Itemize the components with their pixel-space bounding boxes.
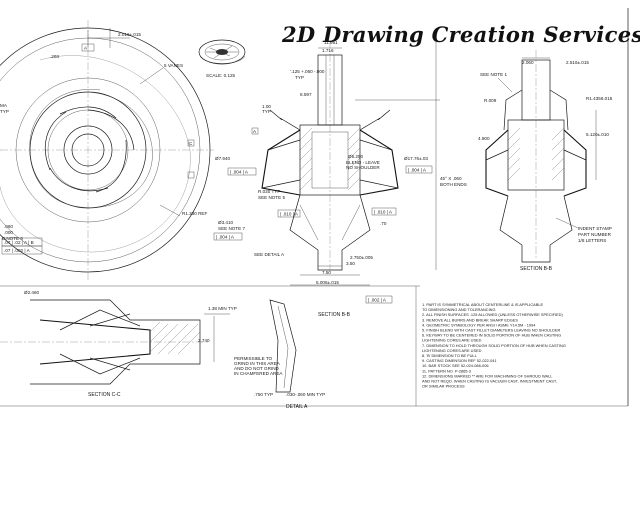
svg-text:| .002 | A: | .002 | A: [368, 298, 387, 303]
see-note-7: SEE NOTE 7: [218, 226, 246, 231]
svg-text:TYP: TYP: [0, 109, 9, 114]
engineering-drawing: 2.016±.015 .203 A 5 VANES R1.330 REF MA …: [0, 8, 629, 410]
svg-text:.07 | .02 | A | B: .07 | .02 | A | B: [4, 240, 34, 245]
dim-5006: 5.006±.015: [316, 280, 339, 285]
dim-2516: 2.516±.015: [566, 60, 589, 65]
dim-750: 7.50: [322, 270, 331, 275]
dim-2750: 2.750±.005: [350, 255, 373, 260]
dim-r1330: R1.330 REF: [182, 211, 207, 216]
note-line: 8. 'B' DIMENSION TO BE FULL: [422, 353, 478, 358]
svg-text:AND DO NOT GRIND: AND DO NOT GRIND: [234, 366, 280, 371]
svg-text:BLEND - LEAVE: BLEND - LEAVE: [346, 160, 380, 165]
dim-1716: 1.716: [322, 48, 334, 53]
svg-text:45° X .060: 45° X .060: [440, 176, 462, 181]
scale-label: SCALE: 0.125: [206, 73, 236, 78]
note-line: 3. REMOVE ALL BURRS AND BREAK SHARP EDGE…: [422, 317, 518, 322]
dim-138: 1.38 MIN TYP: [208, 306, 237, 311]
note-line: LIGHTENING CORES ARE USED: [422, 338, 482, 343]
drawing-sheet: 2.016±.015 .203 A 5 VANES R1.330 REF MA …: [0, 8, 640, 410]
note-line: 5. FINISH BLEND WITH CAST FILLET DIAMETE…: [422, 328, 561, 333]
section-bb-right-label: SECTION B-B: [520, 266, 553, 272]
note-line: LIGHTENING CORES ARE USED: [422, 348, 482, 353]
note-line: 2. ALL FINISH SURFACES .125 ALLOWED (UNL…: [422, 312, 563, 317]
dim-5250: Ø5.250: [348, 154, 364, 159]
svg-text:| .004 | A: | .004 | A: [408, 168, 427, 173]
dim-030: .030-.060 MIN TYP: [286, 392, 325, 397]
dim-7940: Ø7.940: [215, 156, 231, 161]
dim-350: 3.50: [346, 261, 355, 266]
dim-2460: Ø2.460: [24, 290, 40, 295]
section-bb-center: 1.716 11.951 '.125 +.060 -.000 TYP 8.597…: [213, 30, 440, 318]
svg-text:| .010 | A: | .010 | A: [280, 212, 299, 217]
svg-text:.70: .70: [380, 221, 387, 226]
svg-text:'.125 +.060 -.000: '.125 +.060 -.000: [290, 69, 325, 74]
svg-text:MA: MA: [0, 103, 8, 108]
see-detail-a: SEE DETAIL A: [254, 252, 285, 257]
section-cc: Ø2.460 1.38 MIN TYP 2.740 SECTION C-C: [0, 290, 237, 398]
svg-text:TYP: TYP: [262, 109, 271, 114]
svg-text:.07 | .002 | A: .07 | .002 | A: [4, 248, 31, 253]
front-view: 2.016±.015 .203 A 5 VANES R1.330 REF MA …: [0, 20, 214, 282]
dim-5120: 5.120±.010: [586, 132, 609, 137]
svg-text:GRIND IN THIS AREA: GRIND IN THIS AREA: [234, 361, 281, 366]
dim-r1435: R1.4356.015: [586, 96, 613, 101]
svg-text:BOTH ENDS: BOTH ENDS: [440, 182, 467, 187]
notes-block: 1. PART IS SYMMETRICAL ABOUT CENTERLINE …: [422, 302, 566, 389]
dim-r030: R.030 TYP: [258, 189, 280, 194]
note-line: 6. KEYWAY TO BE CENTERED IN SOLID PORTIO…: [422, 333, 561, 338]
note-line: TO DIMENSIONING AND TOLERANCING: [422, 307, 496, 312]
see-note-5: SEE NOTE 5: [258, 195, 286, 200]
svg-text:PART NUMBER: PART NUMBER: [578, 232, 612, 237]
dim-2740: 2.740: [198, 338, 210, 343]
svg-text:IN CHAMFERED AREA: IN CHAMFERED AREA: [234, 371, 283, 376]
svg-text:NO SHOULDER: NO SHOULDER: [346, 165, 380, 170]
dim-r009: R.009: [484, 98, 497, 103]
dim-2060: 2.060: [522, 60, 534, 65]
dim-4900: 4.900: [478, 136, 490, 141]
svg-text:A: A: [84, 46, 88, 51]
section-bb-right: 2.060 2.516±.015 SEE NOTE 1 R.009 R1.435…: [440, 50, 613, 272]
svg-text:1/8 LETTERS: 1/8 LETTERS: [578, 238, 606, 243]
svg-text:1.00: 1.00: [262, 104, 271, 109]
note-line: 1. PART IS SYMMETRICAL ABOUT CENTERLINE …: [422, 302, 543, 307]
note-line: 4. GEOMETRIC SYMBOLOGY PER ANSI / ASME Y…: [422, 322, 536, 327]
dim-750-typ: .750 TYP: [254, 392, 273, 397]
svg-text:.060: .060: [4, 224, 13, 229]
svg-text:A: A: [253, 129, 257, 134]
svg-text:| .004 | A: | .004 | A: [230, 170, 249, 175]
note-line: 7. DIMENSION TO HOLD THROUGH SOLID PORTI…: [422, 343, 566, 348]
page-title: 2D Drawing Creation Services: [282, 22, 640, 47]
section-cc-label: SECTION C-C: [88, 392, 121, 398]
note-line: OR SIMILAR PROCESS: [422, 384, 465, 389]
detail-a-label: DETAIL A: [286, 404, 308, 410]
dim-8597: 8.597: [300, 92, 312, 97]
svg-text:.203: .203: [50, 54, 59, 59]
note-line: 11. PATTERN NO. P-2865-3: [422, 368, 471, 373]
dim-11951: 11.951: [324, 40, 338, 45]
svg-text:| .010 | A: | .010 | A: [374, 210, 393, 215]
svg-text:C: C: [189, 141, 193, 146]
svg-text:TYP: TYP: [295, 75, 304, 80]
svg-text:.000: .000: [4, 230, 13, 235]
note-line: 12. DIMENSIONS MARKED ** ARE FOR MACHINI…: [422, 373, 553, 378]
dim-1776: Ø17.76±.03: [404, 156, 428, 161]
svg-text:INDENT STAMP: INDENT STAMP: [578, 226, 612, 231]
svg-text:PERMISSIBLE TO: PERMISSIBLE TO: [234, 356, 273, 361]
isometric-thumbnail: SCALE: 0.125: [198, 39, 246, 78]
svg-text:| .004 | A: | .004 | A: [216, 235, 235, 240]
see-note-1: SEE NOTE 1: [480, 72, 508, 77]
svg-text:E NOTE 5: E NOTE 5: [2, 236, 23, 241]
note-line: 9. CASTING DIMENSION REF 52-022-041: [422, 358, 497, 363]
detail-a: PERMISSIBLE TO GRIND IN THIS AREA AND DO…: [234, 299, 325, 410]
note-line: 10. BAR STOCK SEE 52-024-086-006: [422, 363, 489, 368]
vanes-label: 5 VANES: [164, 63, 183, 68]
note-line: AND NOT REQD. WHEN CASTING IS VACUUM CAS…: [422, 379, 557, 384]
dim-3410: Ø3.410: [218, 220, 234, 225]
section-bb-label: SECTION B-B: [318, 312, 351, 318]
dim-top: 2.016±.015: [118, 32, 141, 37]
